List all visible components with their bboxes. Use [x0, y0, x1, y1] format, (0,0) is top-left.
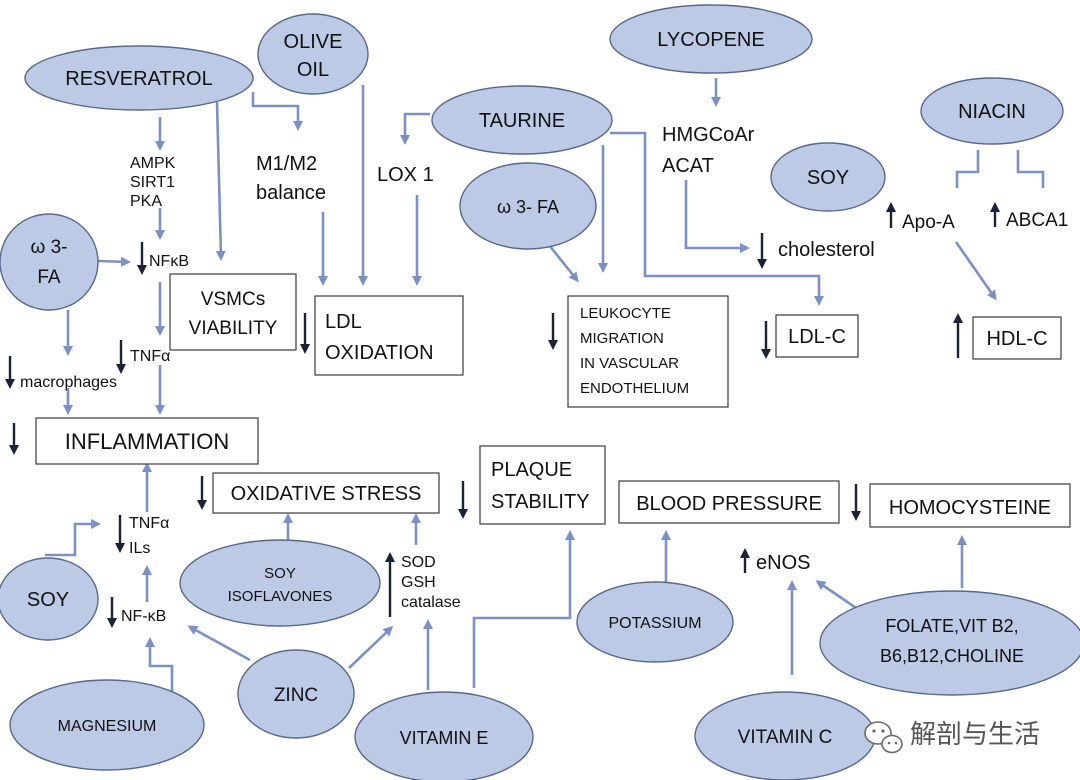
leukocyte-label-line4: ENDOTHELIUM	[580, 380, 689, 397]
vsmcs-label-line1: VSMCs	[201, 289, 265, 310]
ampk-label: AMPK	[130, 155, 176, 172]
watermark-text: 解剖与生活	[910, 719, 1040, 749]
box-inflammation: INFLAMMATION	[35, 417, 259, 465]
box-plaque: PLAQUE STABILITY	[479, 445, 606, 525]
zinc-label: ZINC	[274, 685, 318, 706]
vitamin-e-label: VITAMIN E	[400, 728, 489, 748]
folate-label-line2: B6,B12,CHOLINE	[880, 646, 1024, 666]
soy-left-label: SOY	[27, 589, 69, 611]
box-ldl-c: LDL-C	[775, 314, 859, 358]
connector-arrows	[45, 78, 1045, 695]
ils-label: ILs	[129, 540, 150, 557]
node-vitamin-e: VITAMIN E	[354, 691, 534, 780]
node-omega3-left: ω 3- FA	[0, 213, 99, 311]
node-folate: FOLATE,VIT B2, B6,B12,CHOLINE	[819, 590, 1080, 696]
node-vitamin-c: VITAMIN C	[694, 691, 876, 780]
ldl-c-label: LDL-C	[788, 326, 846, 348]
hmgcoar-label: HMGCoAr	[662, 124, 755, 146]
node-soy-left: SOY	[0, 557, 99, 641]
blood-pressure-label: BLOOD PRESSURE	[636, 493, 822, 515]
olive-oil-label-line1: OLIVE	[284, 31, 343, 53]
leukocyte-label-line2: MIGRATION	[580, 330, 664, 347]
lycopene-label: LYCOPENE	[657, 29, 764, 51]
gsh-label: GSH	[401, 574, 436, 591]
box-vsmcs: VSMCs VIABILITY	[169, 273, 297, 351]
effect-indicators	[5, 202, 1000, 628]
mediator-labels: AMPK SIRT1 PKA NFκB M1/M2 balance LOX 1 …	[20, 124, 1068, 625]
inflammation-label: INFLAMMATION	[65, 429, 230, 454]
hdl-c-label: HDL-C	[986, 328, 1047, 350]
box-blood-pressure: BLOOD PRESSURE	[618, 480, 840, 524]
node-soy-isoflavones: SOY ISOFLAVONES	[179, 539, 381, 627]
ldl-oxidation-label-line2: OXIDATION	[325, 342, 434, 364]
omega3-mid-label: ω 3- FA	[497, 197, 559, 217]
sirt1-label: SIRT1	[130, 174, 175, 191]
plaque-label-line1: PLAQUE	[491, 459, 572, 481]
magnesium-label: MAGNESIUM	[58, 718, 157, 735]
node-zinc: ZINC	[237, 649, 355, 739]
box-homocysteine: HOMOCYSTEINE	[869, 483, 1071, 528]
omega3-left-label-line2: FA	[37, 267, 61, 288]
m1m2-label-line2: balance	[256, 182, 326, 204]
node-lycopene: LYCOPENE	[609, 4, 813, 74]
node-magnesium: MAGNESIUM	[9, 679, 205, 771]
taurine-label: TAURINE	[479, 110, 565, 132]
resveratrol-label: RESVERATROL	[65, 68, 212, 90]
watermark: 解剖与生活	[864, 719, 1040, 754]
cholesterol-label: cholesterol	[778, 239, 875, 261]
plaque-label-line2: STABILITY	[491, 491, 590, 513]
vitamin-c-label: VITAMIN C	[738, 727, 833, 748]
box-leukocyte: LEUKOCYTE MIGRATION IN VASCULAR ENDOTHEL…	[567, 295, 729, 408]
lox1-label: LOX 1	[377, 164, 434, 186]
soy-isoflavones-label-line1: SOY	[264, 565, 296, 582]
node-soy-top: SOY	[770, 142, 886, 212]
soy-isoflavones-label-line2: ISOFLAVONES	[228, 588, 333, 605]
node-olive-oil: OLIVE OIL	[257, 13, 369, 95]
oxidative-stress-label: OXIDATIVE STRESS	[231, 483, 422, 505]
folate-label-line1: FOLATE,VIT B2,	[885, 616, 1018, 636]
leukocyte-label-line3: IN VASCULAR	[580, 355, 679, 372]
homocysteine-label: HOMOCYSTEINE	[889, 497, 1051, 519]
wechat-icon	[864, 721, 903, 754]
abca1-label: ABCA1	[1006, 210, 1068, 231]
node-resveratrol: RESVERATROL	[24, 45, 254, 111]
omega3-left-label-line1: ω 3-	[30, 237, 67, 258]
leukocyte-label-line1: LEUKOCYTE	[580, 305, 671, 322]
niacin-label: NIACIN	[958, 101, 1026, 123]
tnfa-label: TNFα	[130, 348, 170, 365]
nf-kb-label: NF-κB	[121, 608, 166, 625]
catalase-label: catalase	[401, 594, 461, 611]
box-oxidative-stress: OXIDATIVE STRESS	[212, 472, 440, 514]
vsmcs-label-line2: VIABILITY	[189, 318, 278, 339]
soy-top-label: SOY	[807, 167, 849, 189]
box-hdl-c: HDL-C	[972, 316, 1062, 360]
tnfa-lower-label: TNFα	[129, 515, 169, 532]
apo-a-label: Apo-A	[902, 212, 955, 233]
m1m2-label-line1: M1/M2	[256, 153, 317, 175]
node-omega3-mid: ω 3- FA	[459, 162, 597, 250]
node-potassium: POTASSIUM	[576, 581, 734, 663]
olive-oil-label-line2: OIL	[297, 59, 329, 81]
macrophages-label: macrophages	[20, 374, 117, 391]
box-ldl-oxidation: LDL OXIDATION	[314, 295, 464, 376]
sod-label: SOD	[401, 554, 436, 571]
ldl-oxidation-label-line1: LDL	[325, 311, 362, 333]
potassium-label: POTASSIUM	[608, 615, 701, 632]
pka-label: PKA	[130, 193, 162, 210]
enos-label: eNOS	[756, 552, 810, 574]
nfkb-label: NFκB	[149, 253, 189, 270]
acat-label: ACAT	[662, 155, 714, 177]
node-niacin: NIACIN	[920, 77, 1064, 145]
node-taurine: TAURINE	[431, 85, 613, 155]
